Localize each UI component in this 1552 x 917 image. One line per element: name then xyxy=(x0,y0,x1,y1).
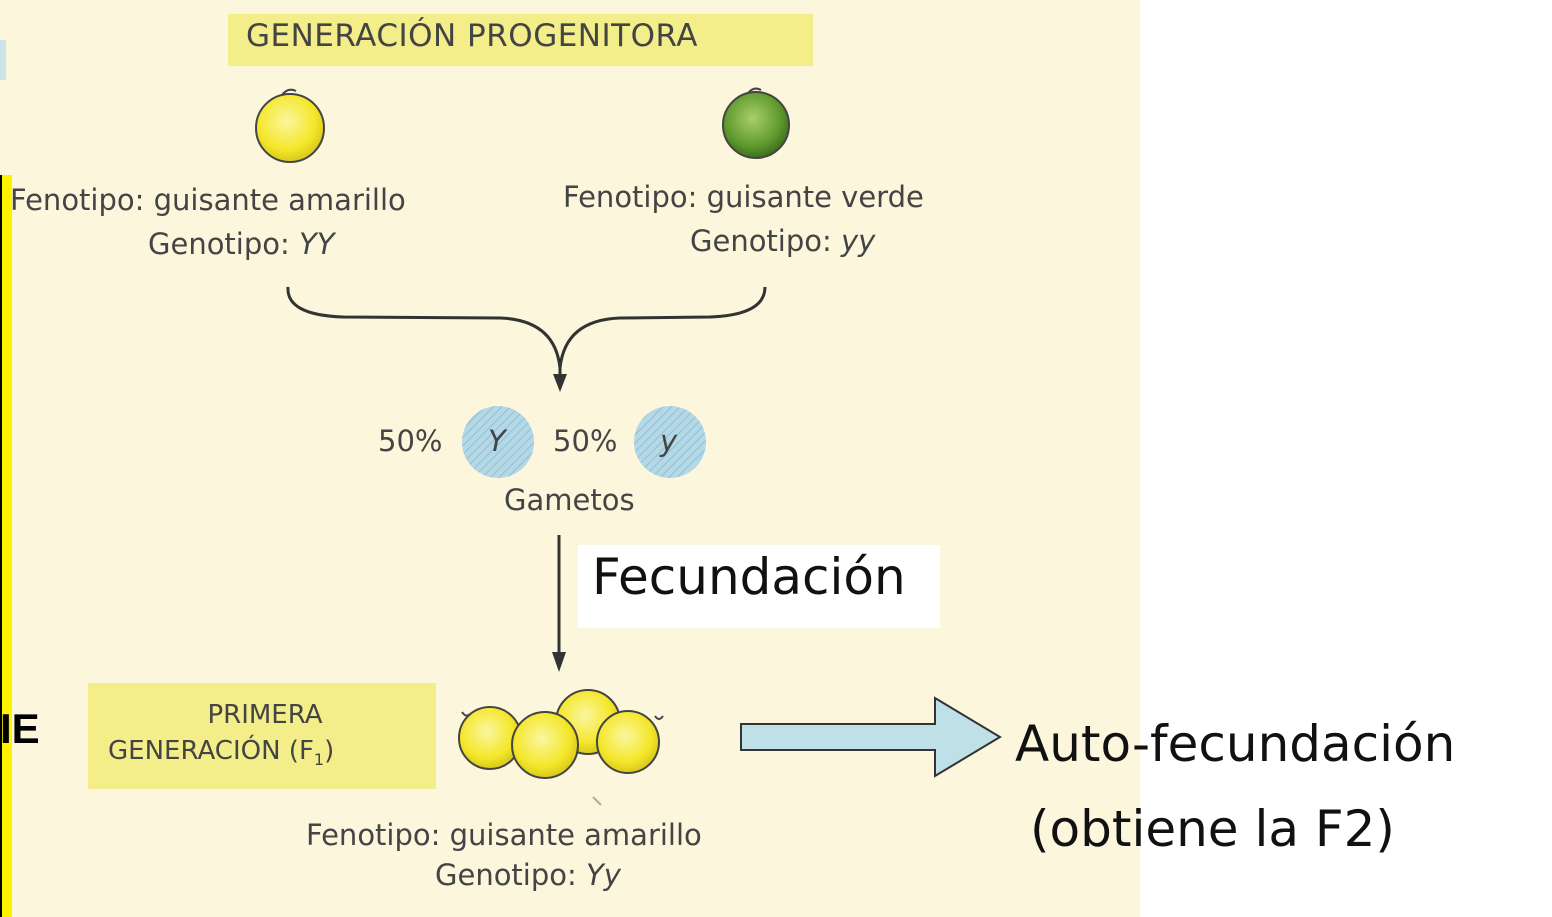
gamete-left-allele: Y xyxy=(488,424,506,458)
cutoff-text: IE xyxy=(0,705,40,752)
green-pea-icon xyxy=(722,87,790,159)
f1-label-close: ) xyxy=(324,736,335,766)
fecundation-arrowhead xyxy=(552,652,566,672)
f1-label-text: GENERACIÓN (F xyxy=(108,736,314,766)
fecundation-label-background xyxy=(578,545,940,628)
left-phenotype: Fenotipo: guisante amarillo xyxy=(10,183,406,217)
gametes-label: Gametos xyxy=(504,483,635,517)
fecundation-label: Fecundación xyxy=(592,548,906,606)
gamete-Y-icon xyxy=(462,406,534,478)
f1-phenotype: Fenotipo: guisante amarillo xyxy=(306,818,702,852)
diagram-title: GENERACIÓN PROGENITORA xyxy=(246,18,698,54)
auto-fecundation-label: Auto-fecundación xyxy=(1015,715,1456,773)
cross-brace xyxy=(286,286,767,369)
yellow-pea-icon xyxy=(255,88,325,163)
f1-label-subscript: 1 xyxy=(313,750,325,770)
f1-peas-icon xyxy=(458,689,664,779)
obtains-f2-label: (obtiene la F2) xyxy=(1030,800,1395,858)
left-genotype-value: YY xyxy=(299,227,335,261)
f1-label-line2: GENERACIÓN (F1) xyxy=(108,736,334,769)
left-genotype-label: Genotipo: xyxy=(148,227,300,261)
left-yellow-bar xyxy=(0,175,12,917)
gamete-right-allele: y xyxy=(660,424,678,458)
f1-genotype-label: Genotipo: xyxy=(435,858,587,892)
f1-label-line1: PRIMERA xyxy=(207,700,323,730)
f1-genotype-value: Yy xyxy=(586,858,621,892)
title-highlight xyxy=(228,14,813,66)
right-genotype-label: Genotipo: xyxy=(690,224,842,258)
auto-fecundation-arrow-icon xyxy=(740,696,1002,778)
f1-highlight xyxy=(88,683,436,789)
gamete-y-icon xyxy=(634,406,706,478)
right-genotype-value: yy xyxy=(841,224,876,258)
gamete-left-percent: 50% xyxy=(378,424,443,458)
gamete-right-percent: 50% xyxy=(553,424,618,458)
right-phenotype: Fenotipo: guisante verde xyxy=(563,180,924,214)
left-genotype: Genotipo: YY xyxy=(148,227,334,261)
f1-genotype: Genotipo: Yy xyxy=(435,858,621,892)
stray-mark xyxy=(592,796,602,806)
right-genotype: Genotipo: yy xyxy=(690,224,875,258)
brace-arrowhead xyxy=(553,374,567,392)
left-edge-tint xyxy=(0,40,6,80)
